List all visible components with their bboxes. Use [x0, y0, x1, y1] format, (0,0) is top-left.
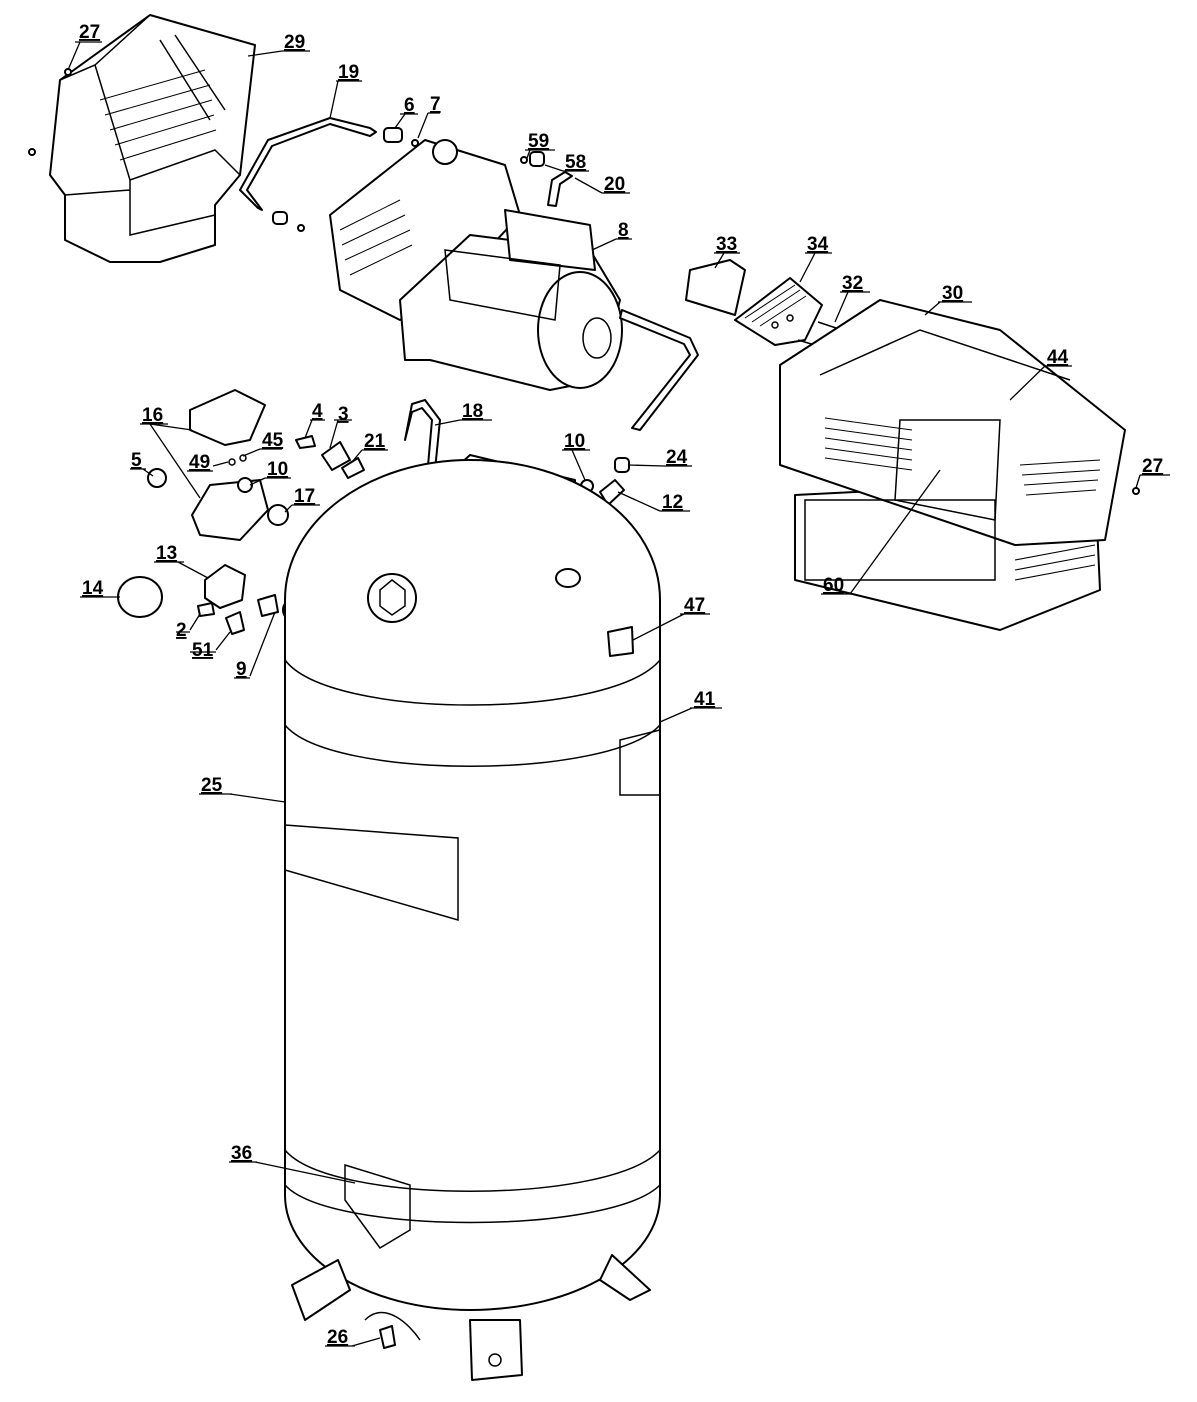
callout-labels: 27 29 19 6 7 59 58 20 8 33 34 32 30 44 1… — [79, 22, 1163, 1348]
callout-10-right: 10 — [564, 431, 585, 452]
drain-valve-26-part — [379, 1325, 396, 1349]
tube-20-part — [520, 151, 573, 207]
tank-25-part — [284, 459, 661, 1311]
callout-59: 59 — [528, 131, 549, 152]
callout-29: 29 — [284, 32, 305, 53]
gauge-14-part — [117, 576, 163, 618]
shroud-front-part — [779, 299, 1126, 631]
callout-9: 9 — [236, 659, 247, 680]
callout-24: 24 — [666, 447, 688, 468]
callout-19: 19 — [338, 62, 359, 83]
callout-4: 4 — [312, 401, 323, 422]
fittings-6-7-part — [272, 127, 419, 232]
callout-49: 49 — [189, 452, 210, 473]
callout-10-left: 10 — [267, 459, 288, 480]
callout-20: 20 — [604, 174, 625, 195]
callout-27-right: 27 — [1142, 456, 1163, 477]
callout-14: 14 — [82, 578, 104, 599]
tank-legs-part — [291, 1254, 651, 1381]
callout-26: 26 — [327, 1327, 348, 1348]
callout-41: 41 — [694, 689, 716, 710]
callout-45: 45 — [262, 430, 284, 451]
callout-17: 17 — [294, 486, 315, 507]
callout-2: 2 — [176, 620, 187, 641]
callout-25: 25 — [201, 775, 223, 796]
callout-34: 34 — [807, 234, 829, 255]
callout-51: 51 — [192, 640, 214, 661]
callout-6: 6 — [404, 95, 415, 116]
pressure-switch-body-part — [147, 454, 289, 541]
pump-motor-assembly-part — [329, 139, 623, 391]
bracket-3-21-part — [295, 435, 365, 479]
tube-19-part — [239, 117, 377, 211]
callout-47: 47 — [684, 595, 705, 616]
callout-16: 16 — [142, 405, 163, 426]
callout-12: 12 — [662, 492, 683, 513]
callout-18: 18 — [462, 401, 483, 422]
callout-13: 13 — [156, 543, 177, 564]
guard-insert-33-part — [685, 259, 746, 316]
callout-60: 60 — [823, 575, 844, 596]
callout-8: 8 — [618, 220, 629, 241]
callout-33: 33 — [716, 234, 737, 255]
callout-32: 32 — [842, 273, 863, 294]
callout-30: 30 — [942, 283, 963, 304]
callout-21: 21 — [364, 431, 386, 452]
guard-bracket-34-part — [734, 277, 823, 346]
callout-27-top: 27 — [79, 22, 100, 43]
shroud-rear-part — [49, 14, 256, 263]
callout-58: 58 — [565, 152, 586, 173]
callout-44: 44 — [1047, 347, 1069, 368]
callout-36: 36 — [231, 1143, 252, 1164]
callout-7: 7 — [430, 94, 441, 115]
manifold-13-part — [197, 564, 246, 635]
pressure-switch-cover-part — [189, 389, 266, 446]
leader-lines — [67, 41, 1170, 1347]
callout-5: 5 — [131, 450, 142, 471]
callout-3: 3 — [338, 404, 349, 425]
